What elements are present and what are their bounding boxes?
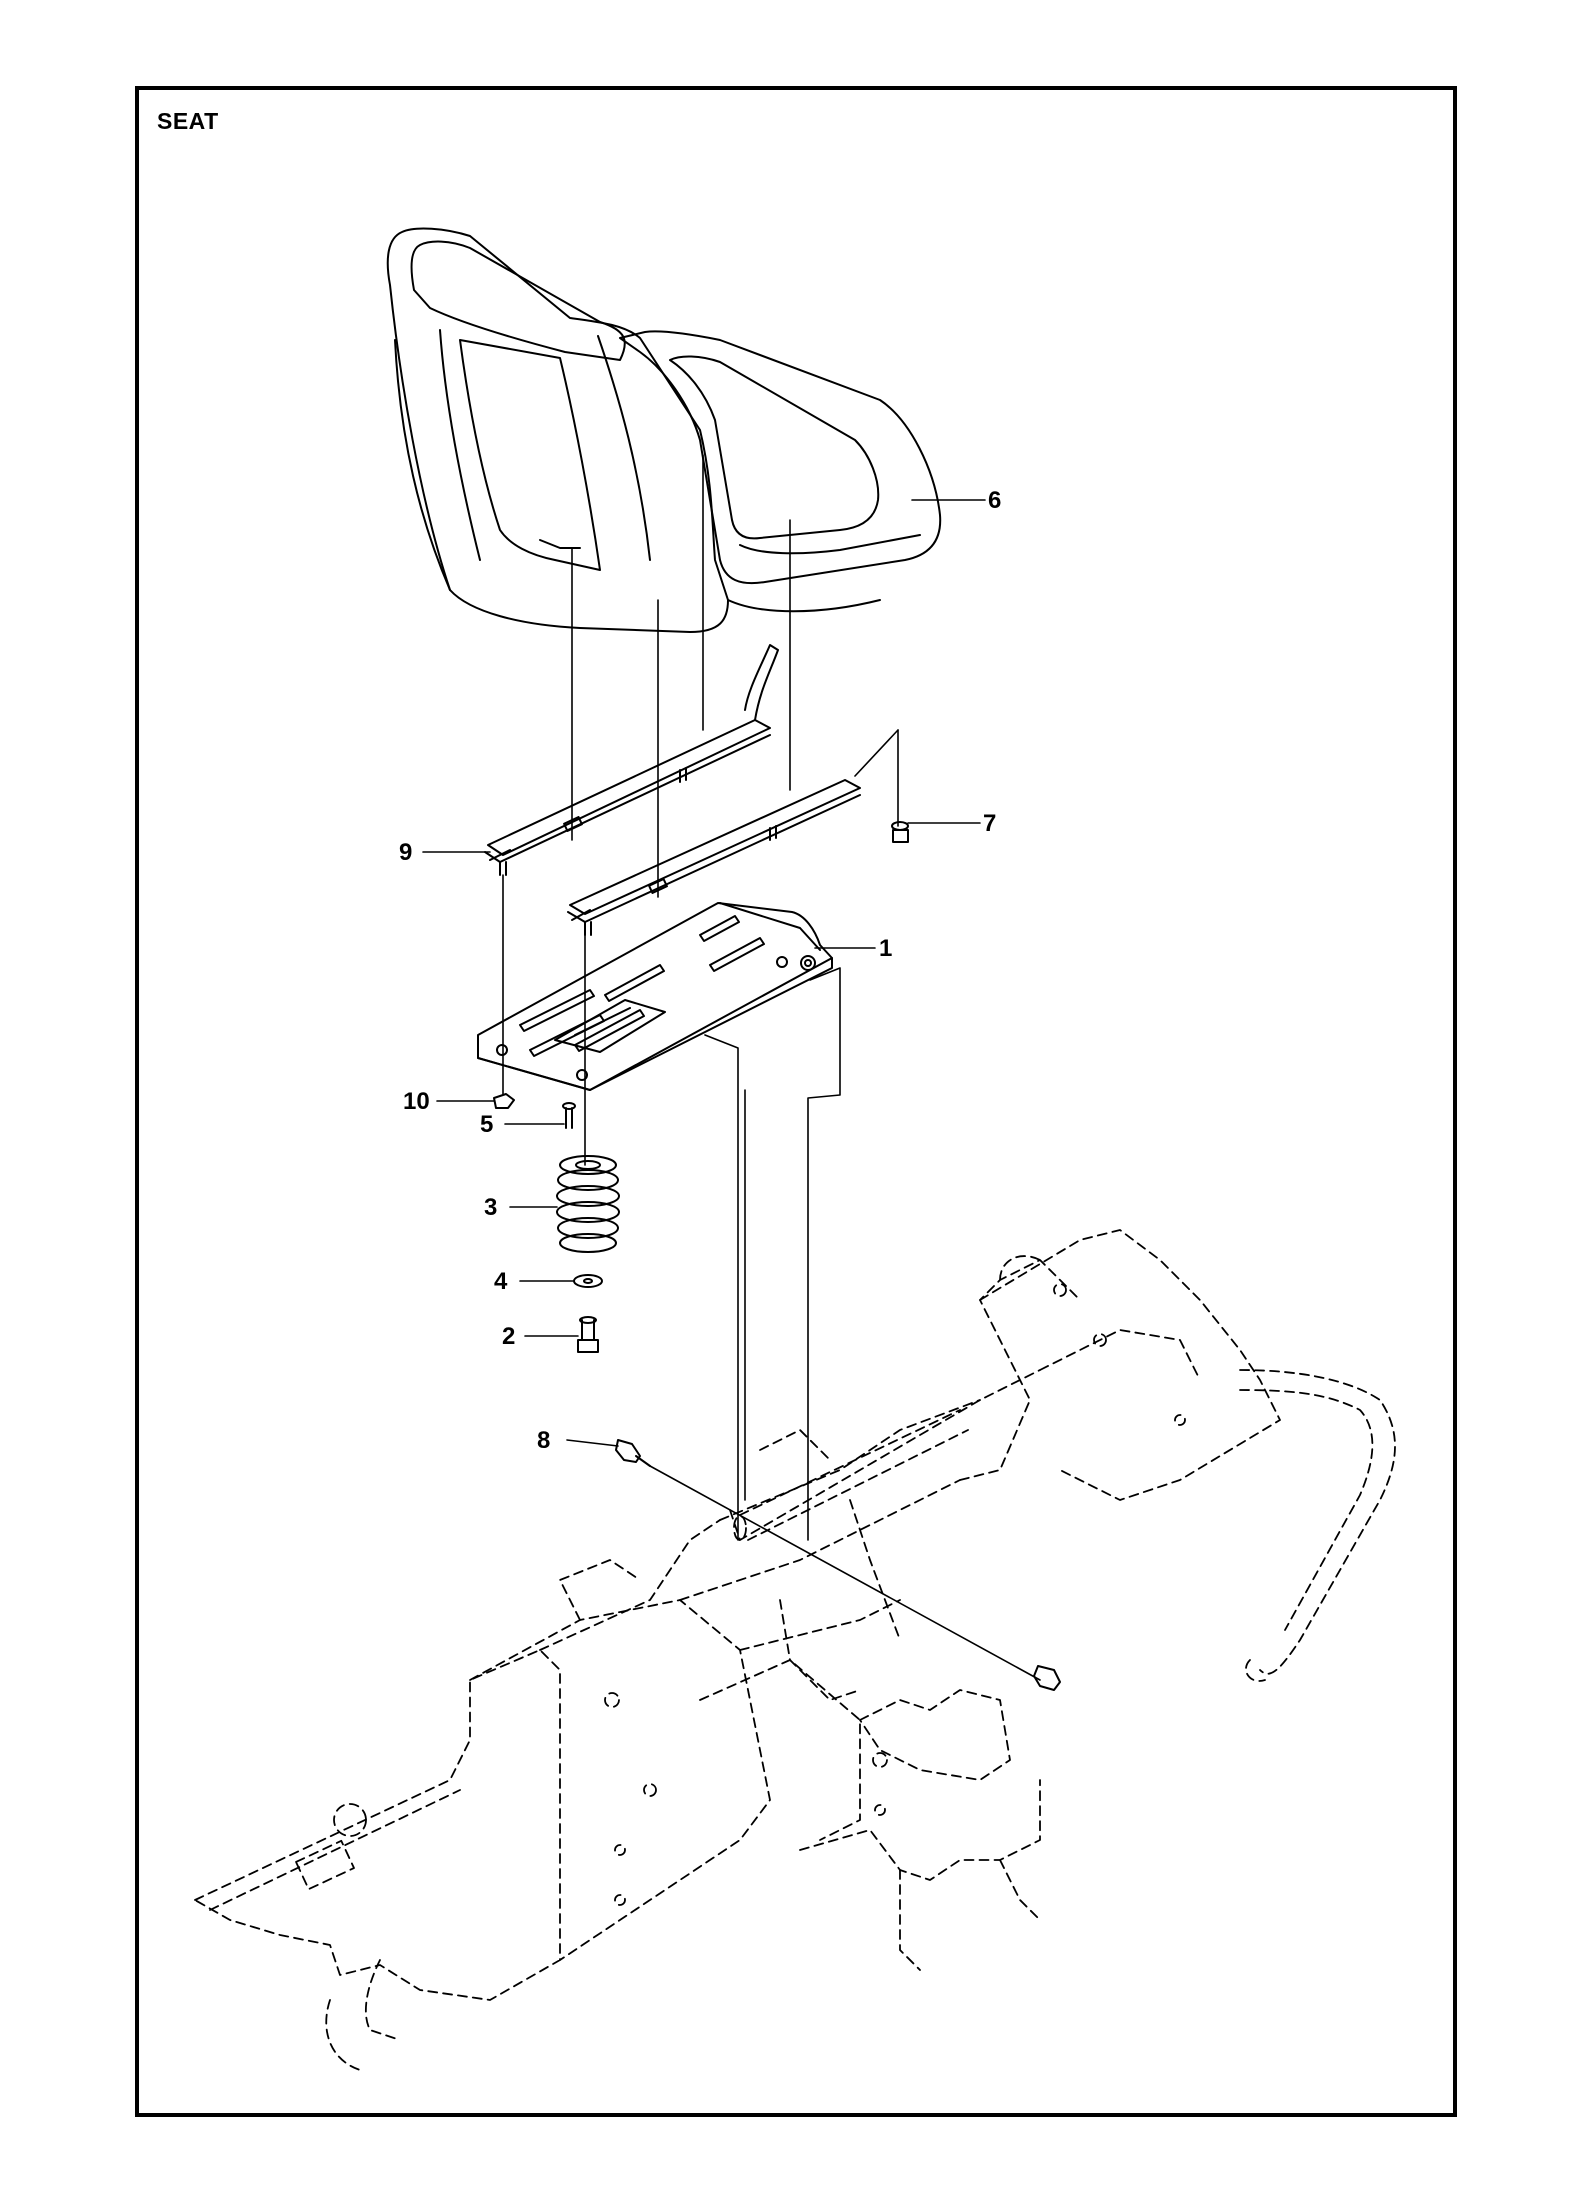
plate-screw — [562, 1102, 576, 1129]
seat-cushion — [386, 227, 942, 633]
callout-4: 4 — [494, 1268, 508, 1295]
nut — [493, 1093, 515, 1109]
seat-mounting-plate — [477, 902, 833, 1091]
callout-10: 10 — [403, 1088, 430, 1115]
callout-6: 6 — [988, 487, 1001, 514]
tractor-frame — [194, 1229, 1396, 2071]
coil-spring — [556, 1155, 620, 1253]
callout-leaders — [422, 499, 986, 1447]
spring-bolt — [577, 1316, 599, 1353]
diagram-frame — [135, 86, 1457, 2117]
pivot-bolt — [615, 1439, 1061, 1691]
washer — [573, 1274, 603, 1288]
callout-1: 1 — [879, 935, 892, 962]
callout-2: 2 — [502, 1323, 515, 1350]
callout-3: 3 — [484, 1194, 497, 1221]
seat-slide-rails — [484, 644, 861, 936]
callout-7: 7 — [983, 810, 996, 837]
callout-5: 5 — [480, 1111, 493, 1138]
assembly-lines — [502, 454, 1041, 1681]
callout-8: 8 — [537, 1427, 550, 1454]
knob-screw — [891, 821, 909, 843]
callout-labels: 6 7 1 9 10 5 3 4 2 8 — [399, 487, 1001, 1454]
callout-9: 9 — [399, 839, 412, 866]
page-title: SEAT — [157, 108, 219, 134]
